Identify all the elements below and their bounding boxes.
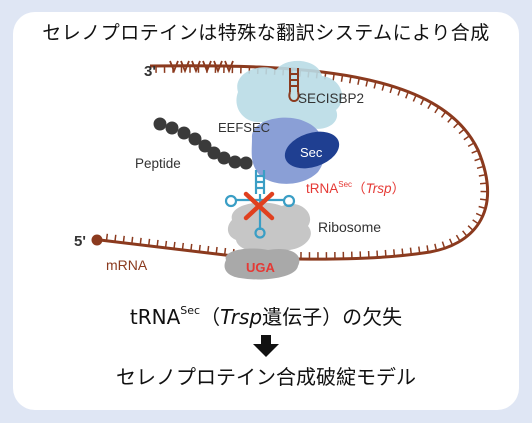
poly-a-tail: [169, 60, 234, 74]
mrna-tick: [198, 244, 201, 253]
mrna-tick: [164, 240, 168, 248]
mrna-label: mRNA: [106, 257, 148, 273]
mrna-tick: [114, 234, 117, 242]
peptide-bead: [153, 117, 167, 131]
mrna-tick: [122, 235, 125, 243]
peptide-bead: [188, 132, 202, 146]
mrna-tick: [181, 242, 185, 250]
mrna-tick: [434, 243, 438, 251]
mrna-tick: [440, 111, 447, 118]
peptide-bead: [207, 146, 221, 160]
trna-cloverleaf: [224, 170, 296, 239]
mrna-tick: [447, 116, 453, 123]
peptide-label: Peptide: [135, 156, 181, 171]
model-caption: セレノプロテイン合成破綻モデル: [116, 365, 416, 389]
mrna-tick: [401, 248, 404, 256]
figure-title: セレノプロテインは特殊な翻訳システムにより合成: [42, 22, 490, 44]
mrna-tick: [173, 241, 176, 249]
mrna-tick: [131, 236, 134, 244]
peptide-bead: [217, 151, 231, 165]
peptide-chain: [153, 117, 253, 170]
mrna-tick: [458, 128, 465, 135]
mrna-tick: [215, 246, 218, 255]
mrna-tick: [105, 233, 109, 241]
mrna-tick: [453, 122, 460, 129]
five-prime-label: 5': [74, 233, 86, 250]
mrna-tick: [397, 88, 402, 96]
mrna-tick: [332, 73, 335, 81]
mrna-tick: [405, 91, 409, 99]
deletion-caption: tRNASec（Trsp遺伝子）の欠失: [129, 304, 403, 329]
mrna-tick: [348, 76, 352, 84]
mrna-tick: [412, 94, 417, 102]
mrna-tick: [478, 173, 486, 177]
trna-label: tRNASec（Trsp）: [306, 180, 405, 196]
eefsec-label: EEFSEC: [218, 120, 270, 135]
mrna-tick: [467, 225, 474, 232]
mrna-tick: [418, 246, 421, 254]
mrna-tick: [462, 230, 468, 237]
five-prime-cap: [91, 234, 103, 246]
mrna-tick: [381, 83, 385, 91]
mrna-tick: [441, 241, 446, 249]
mrna-tick: [365, 79, 369, 87]
down-arrow-icon: [253, 335, 279, 357]
mrna-tick: [373, 81, 377, 89]
peptide-bead: [198, 139, 212, 153]
ribosome-small-subunit: [224, 248, 300, 280]
mrna-tick: [340, 74, 344, 82]
mrna-tick: [207, 245, 210, 254]
mrna-tick: [409, 247, 413, 255]
peptide-bead: [239, 156, 253, 170]
peptide-bead: [165, 121, 179, 135]
three-prime-label: 3': [144, 63, 156, 80]
mrna-tick: [448, 238, 454, 246]
mrna-tick: [463, 135, 471, 141]
mrna-tick: [474, 157, 482, 162]
mrna-tick: [479, 198, 488, 201]
mrna-tick: [139, 237, 142, 245]
mrna-tick: [455, 234, 461, 242]
mrna-tick: [190, 243, 193, 251]
secis-hairpin: [288, 68, 300, 102]
deletion-cross: [243, 191, 275, 221]
mrna-tick: [471, 149, 479, 154]
sec-label: Sec: [300, 145, 323, 160]
mrna-tick: [467, 142, 475, 148]
mrna-tick: [420, 98, 425, 106]
mrna-tick: [479, 182, 488, 185]
mrna-tick: [476, 165, 484, 170]
secisbp2-label: SECISBP2: [298, 91, 364, 106]
ribosome-label: Ribosome: [318, 219, 381, 235]
uga-codon-label: UGA: [246, 260, 276, 275]
mrna-tick: [434, 106, 440, 114]
mrna-tick: [147, 238, 151, 246]
mrna-tick: [427, 102, 433, 110]
mrna-tick: [223, 247, 227, 256]
ribosome-shape: [227, 202, 311, 253]
mrna-tick: [393, 249, 396, 257]
peptide-bead: [228, 155, 242, 169]
mrna-tick: [472, 219, 479, 225]
mrna-tick: [475, 212, 483, 218]
mrna-tick: [426, 245, 429, 253]
peptide-bead: [177, 126, 191, 140]
mrna-tick: [156, 239, 159, 247]
mrna-tick: [478, 205, 486, 210]
mrna-tick: [389, 85, 393, 94]
sec-oval: [284, 131, 340, 169]
mrna-tick: [357, 77, 361, 85]
